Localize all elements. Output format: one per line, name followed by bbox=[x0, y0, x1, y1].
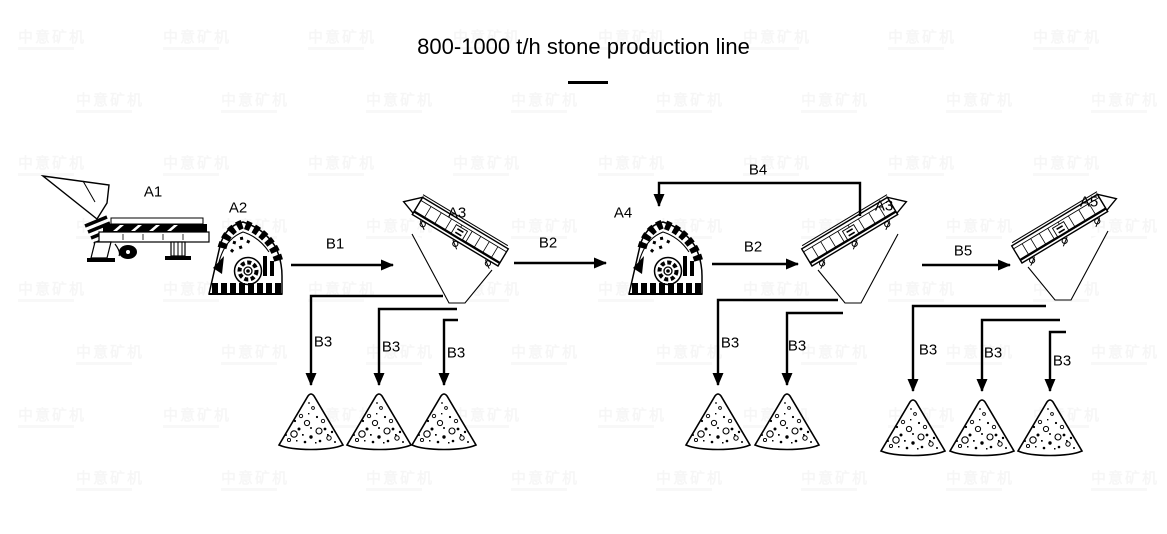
flow-label-b3-7: B3 bbox=[983, 344, 1003, 362]
stockpile-8 bbox=[1017, 399, 1083, 457]
machine-label-a4: A4 bbox=[613, 204, 633, 222]
flow-arrow-b3-3 bbox=[438, 318, 458, 386]
flow-arrow-b3-2 bbox=[373, 307, 457, 386]
flow-label-b3-3: B3 bbox=[446, 344, 466, 362]
flow-arrow-b3-7 bbox=[976, 318, 1060, 392]
flow-label-b1: B1 bbox=[325, 235, 345, 253]
machine-label-a1: A1 bbox=[143, 183, 163, 201]
flow-arrow-b3-5 bbox=[781, 311, 843, 386]
flow-arrow-b3-6 bbox=[907, 304, 1046, 392]
flow-arrow-b3-8 bbox=[1044, 330, 1066, 392]
flow-label-b3-6: B3 bbox=[918, 341, 938, 359]
flow-return-line-b4 bbox=[653, 181, 862, 216]
stockpile-3 bbox=[411, 393, 477, 451]
flow-label-b3-2: B3 bbox=[381, 338, 401, 356]
stockpile-1 bbox=[278, 393, 344, 451]
flow-arrow-b3-1 bbox=[305, 294, 443, 386]
flow-label-b3-1: B3 bbox=[313, 333, 333, 351]
machine-label-a5: A5 bbox=[1079, 193, 1099, 211]
stockpile-7 bbox=[949, 399, 1015, 457]
machine-a5-screen bbox=[1009, 183, 1125, 302]
page-title: 800-1000 t/h stone production line bbox=[417, 34, 750, 59]
flow-label-b4: B4 bbox=[748, 161, 768, 179]
machine-a3-screen-2 bbox=[799, 186, 915, 305]
stockpile-5 bbox=[754, 393, 820, 451]
flow-label-b2-second: B2 bbox=[743, 238, 763, 256]
title-underline bbox=[568, 81, 608, 84]
machine-a2-crusher bbox=[209, 222, 282, 294]
stockpile-6 bbox=[880, 399, 946, 457]
flow-arrow-b3-4 bbox=[712, 298, 838, 386]
machine-label-a3-first: A3 bbox=[447, 204, 467, 222]
machine-label-a2: A2 bbox=[228, 199, 248, 217]
stockpile-4 bbox=[685, 393, 751, 451]
machine-a4-crusher bbox=[629, 222, 702, 294]
flow-label-b2-first: B2 bbox=[538, 234, 558, 252]
flow-label-b3-4: B3 bbox=[720, 334, 740, 352]
flow-label-b3-5: B3 bbox=[787, 337, 807, 355]
machine-a1-vibrating-feeder bbox=[41, 174, 211, 264]
stockpile-2 bbox=[346, 393, 412, 451]
flow-label-b3-8: B3 bbox=[1052, 352, 1072, 370]
machine-label-a3-second: A3 bbox=[874, 197, 894, 215]
flow-label-b5: B5 bbox=[953, 242, 973, 260]
